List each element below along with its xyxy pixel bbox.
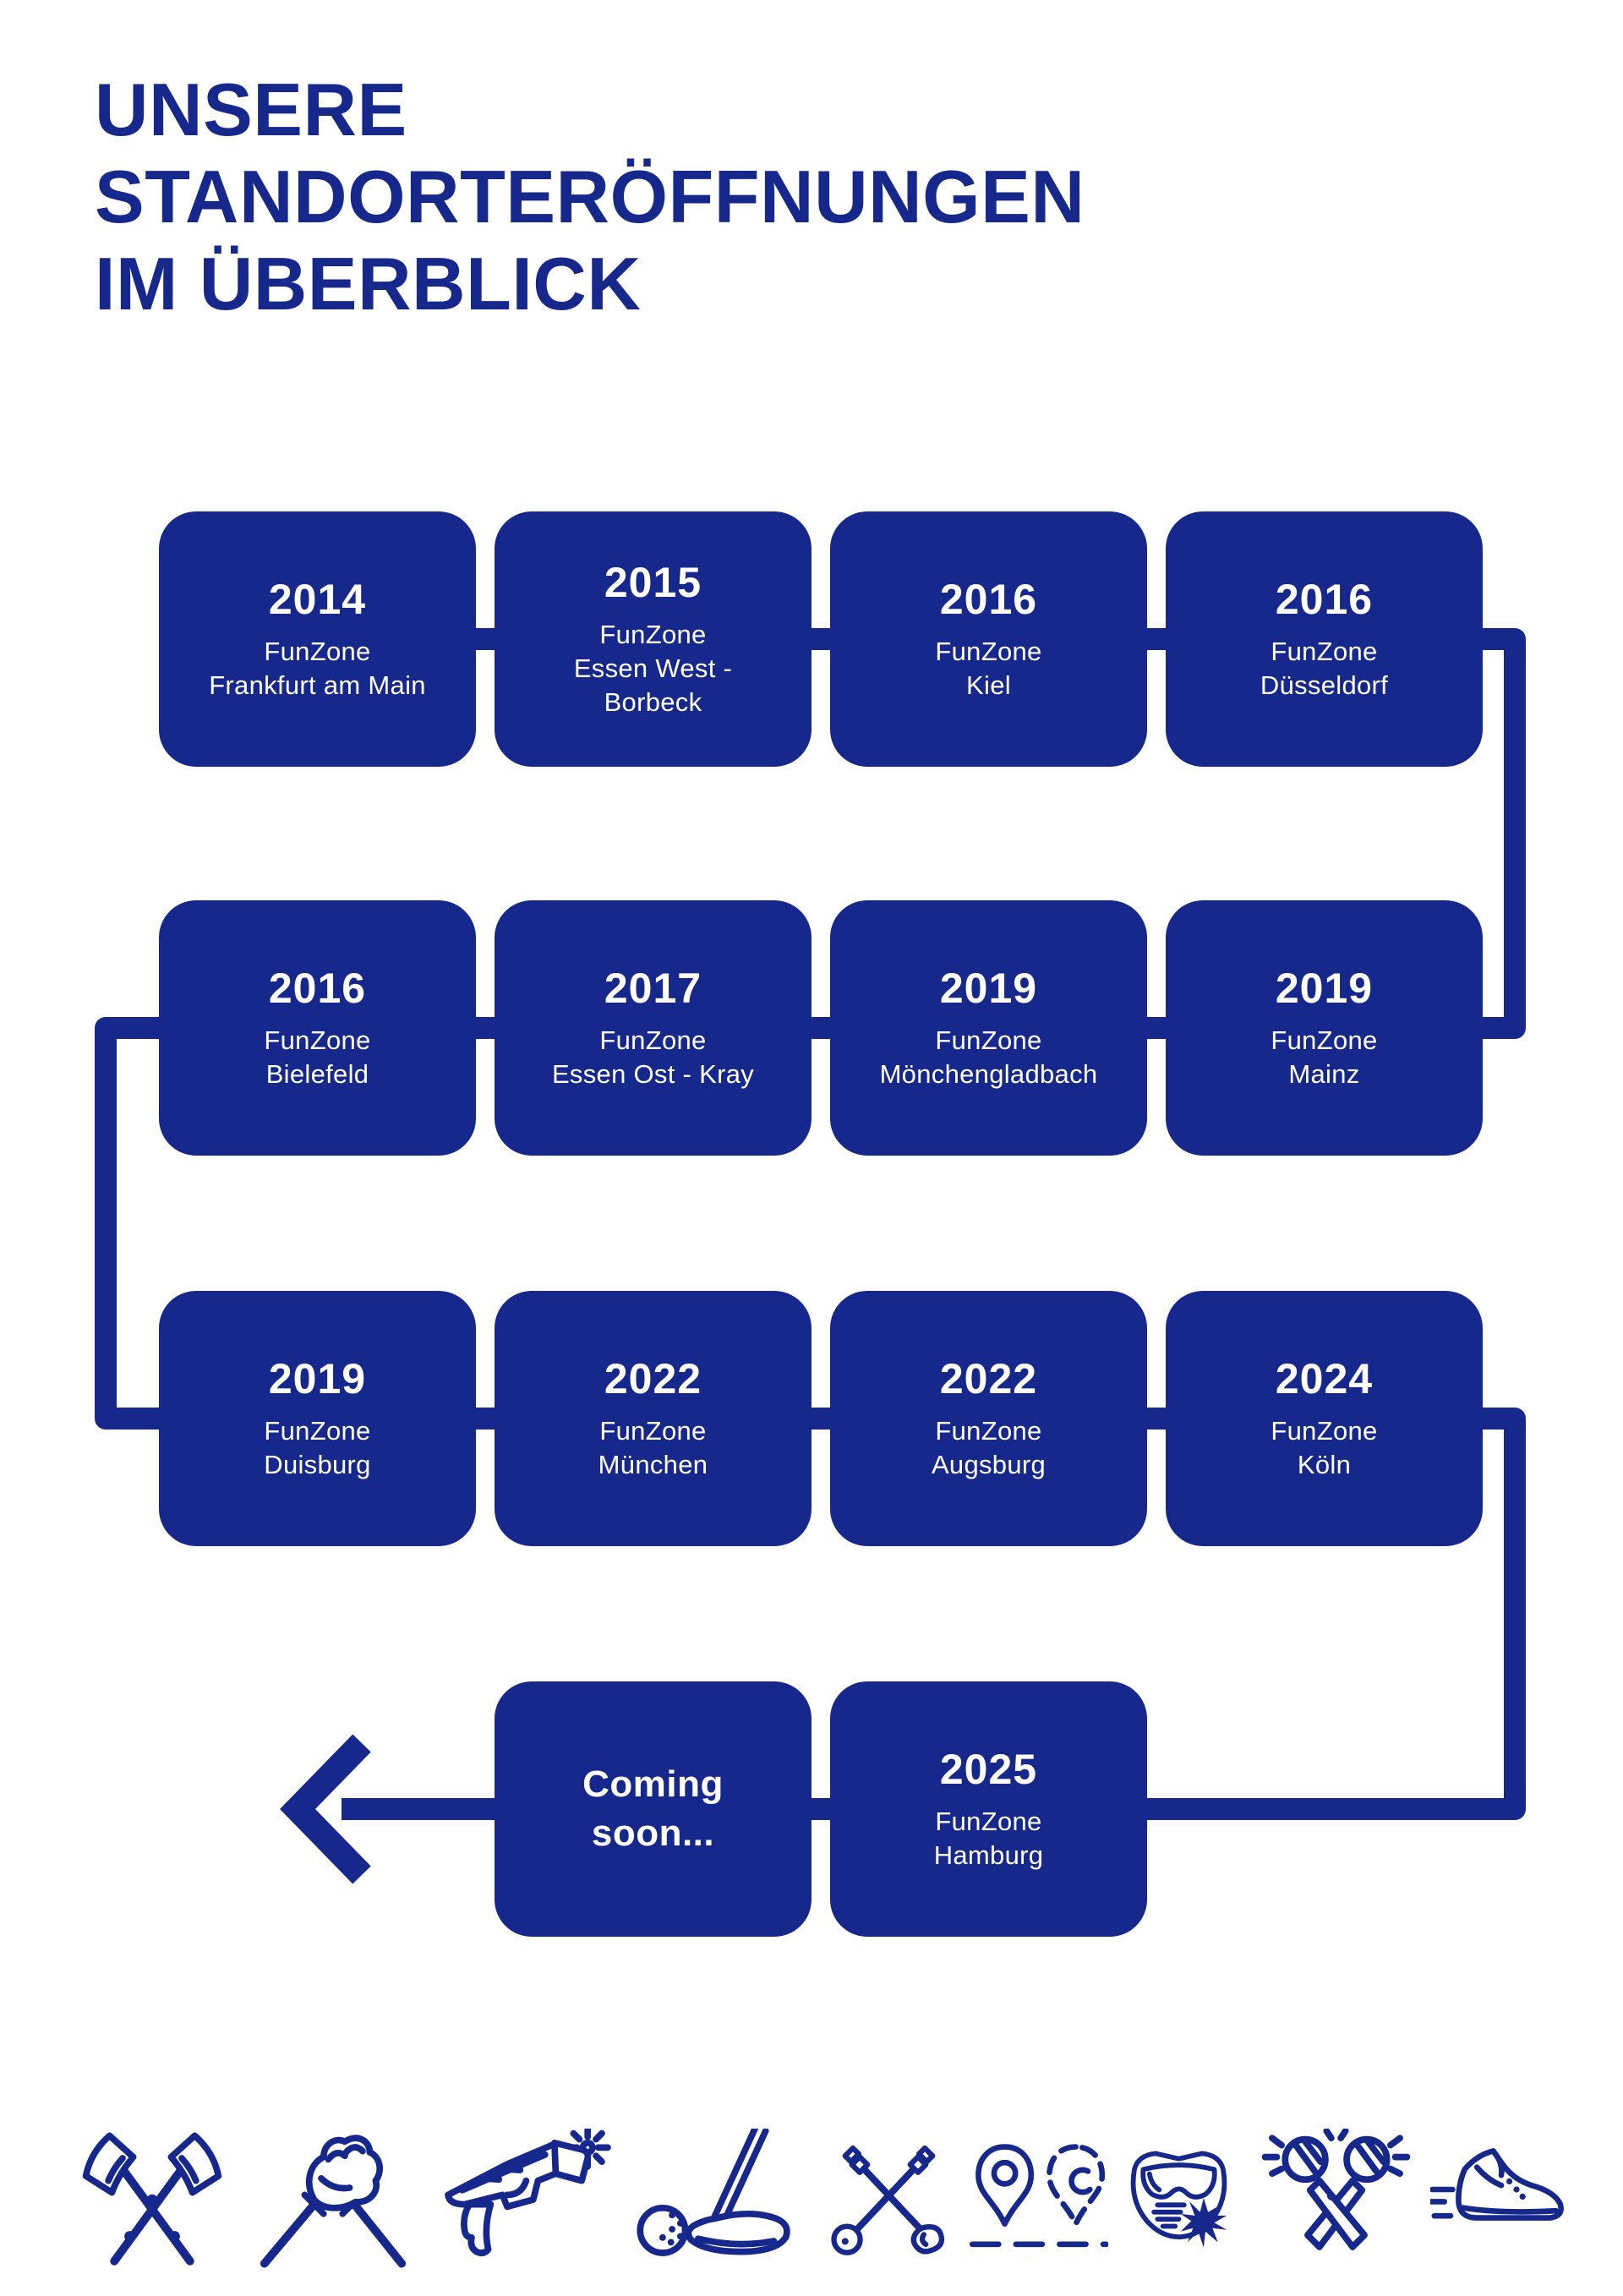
card-location: FunZone Mainz bbox=[1271, 1025, 1378, 1089]
card-location: FunZone München bbox=[598, 1416, 708, 1479]
arrow-head-icon bbox=[280, 1734, 371, 1884]
timeline-card-2022-muenchen: 2022 FunZone München bbox=[495, 1291, 812, 1546]
timeline-card-2025-hamburg: 2025 FunZone Hamburg bbox=[830, 1681, 1147, 1937]
title-line: IM ÜBERBLICK bbox=[95, 242, 642, 325]
timeline-card-2024-koeln: 2024 FunZone Köln bbox=[1166, 1291, 1483, 1546]
card-year: 2025 bbox=[939, 1746, 1038, 1793]
karaoke-microphones-icon bbox=[1261, 2129, 1410, 2250]
card-location: FunZone Frankfurt am Main bbox=[209, 637, 426, 700]
mini-golf-icon bbox=[636, 2129, 790, 2256]
card-year: 2016 bbox=[939, 576, 1038, 623]
map-pins-icon bbox=[969, 2144, 1108, 2248]
timeline-card-2016-duesseldorf: 2016 FunZone Düsseldorf bbox=[1166, 511, 1483, 767]
timeline-card-2014-frankfurt: 2014 FunZone Frankfurt am Main bbox=[159, 511, 476, 767]
paintball-mask-icon bbox=[1130, 2151, 1227, 2248]
timeline-card-2019-duisburg: 2019 FunZone Duisburg bbox=[159, 1291, 476, 1546]
crossed-axes-icon bbox=[82, 2132, 222, 2266]
card-location: FunZone Augsburg bbox=[931, 1416, 1046, 1479]
arm-wrestling-icon bbox=[260, 2135, 406, 2268]
card-year: 2015 bbox=[604, 559, 702, 606]
coming-soon-label: Coming soon... bbox=[582, 1763, 724, 1854]
card-year: 2017 bbox=[604, 965, 702, 1012]
card-location: FunZone Hamburg bbox=[933, 1807, 1044, 1870]
card-location: FunZone Bielefeld bbox=[264, 1025, 371, 1089]
right-elbow-connector-bottom bbox=[1141, 1408, 1526, 1820]
card-location: FunZone Kiel bbox=[935, 637, 1042, 700]
timeline-card-2019-moenchengladbach: 2019 FunZone Mönchengladbach bbox=[830, 900, 1147, 1156]
running-sneaker-icon bbox=[1430, 2148, 1564, 2221]
card-location: FunZone Essen West - Borbeck bbox=[573, 620, 733, 717]
card-year: 2024 bbox=[1275, 1355, 1374, 1402]
timeline-card-2016-bielefeld: 2016 FunZone Bielefeld bbox=[159, 900, 476, 1156]
card-year: 2019 bbox=[1275, 965, 1374, 1012]
timeline-card-2015-essen-west: 2015 FunZone Essen West - Borbeck bbox=[495, 511, 812, 767]
timeline-card-2017-essen-ost: 2017 FunZone Essen Ost - Kray bbox=[495, 900, 812, 1156]
card-year: 2016 bbox=[268, 965, 367, 1012]
crossed-keys-icon bbox=[831, 2145, 945, 2255]
title-line: STANDORTERÖFFNUNGEN bbox=[95, 155, 1085, 238]
card-year: 2019 bbox=[939, 965, 1038, 1012]
card-year: 2016 bbox=[1275, 576, 1374, 623]
card-year: 2019 bbox=[268, 1355, 367, 1402]
timeline-card-2022-augsburg: 2022 FunZone Augsburg bbox=[830, 1291, 1147, 1546]
card-location: FunZone Essen Ost - Kray bbox=[551, 1025, 755, 1089]
card-location: FunZone Duisburg bbox=[264, 1416, 371, 1479]
card-location: FunZone Düsseldorf bbox=[1260, 637, 1389, 700]
card-location: FunZone Mönchengladbach bbox=[879, 1025, 1098, 1089]
card-year: 2022 bbox=[604, 1355, 702, 1402]
card-location: FunZone Köln bbox=[1271, 1416, 1378, 1479]
right-elbow-connector-top bbox=[1471, 628, 1526, 1039]
left-elbow-connector bbox=[95, 1017, 169, 1430]
timeline-card-coming-soon: Coming soon... bbox=[495, 1681, 812, 1937]
card-year: 2014 bbox=[268, 576, 367, 623]
activity-icons-row bbox=[69, 2110, 1572, 2271]
laser-tag-gun-icon bbox=[445, 2129, 611, 2257]
title-line: UNSERE bbox=[95, 68, 407, 151]
page-title: UNSERE STANDORTERÖFFNUNGEN IM ÜBERBLICK bbox=[95, 66, 1085, 327]
timeline-card-2016-kiel: 2016 FunZone Kiel bbox=[830, 511, 1147, 767]
card-year: 2022 bbox=[939, 1355, 1038, 1402]
timeline-card-2019-mainz: 2019 FunZone Mainz bbox=[1166, 900, 1483, 1156]
